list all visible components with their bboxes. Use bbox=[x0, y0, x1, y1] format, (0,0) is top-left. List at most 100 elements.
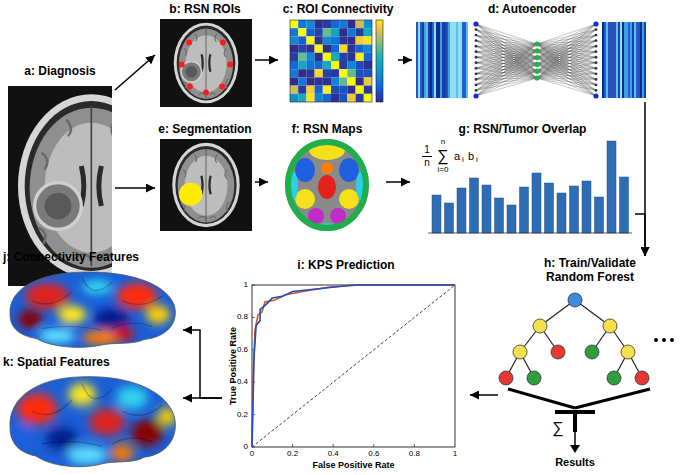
autoencoder-network-part-part bbox=[534, 69, 539, 74]
connectivity-matrix-part-part bbox=[298, 45, 306, 53]
overlap-bar-chart-part-part bbox=[607, 141, 616, 233]
connectivity-matrix-part-part bbox=[315, 20, 323, 28]
spatial-brain-surface-part-part-part bbox=[68, 384, 96, 406]
connectivity-matrix-part-part bbox=[331, 45, 339, 53]
formula-part: i bbox=[462, 156, 464, 164]
panel-title: g: RSN/Tumor Overlap bbox=[458, 122, 587, 136]
autoencoder-network-part-part bbox=[644, 22, 646, 98]
roc-plot-part-part bbox=[292, 444, 293, 447]
connectivity-matrix-part-part bbox=[339, 36, 347, 44]
spatial-brain-surface-part-part-part bbox=[67, 446, 107, 464]
autoencoder-network-part-part bbox=[595, 50, 598, 53]
connectivity-matrix-part-part bbox=[323, 20, 331, 28]
connectivity-matrix-part-part bbox=[356, 69, 364, 77]
autoencoder-network-part-part bbox=[537, 46, 596, 64]
connectivity-matrix-part-part bbox=[364, 28, 372, 36]
autoencoder-network-part-part bbox=[534, 41, 539, 46]
connectivity-matrix-part-part bbox=[315, 69, 323, 77]
panel-title: i: KPS Prediction bbox=[297, 258, 396, 272]
autoencoder-network-part bbox=[416, 22, 468, 98]
overlap-bar-chart-part-part bbox=[545, 183, 554, 233]
panel-box: j: Connectivity Features bbox=[3, 250, 183, 350]
connectivity-matrix-part-part bbox=[298, 61, 306, 69]
random-forest-part-part bbox=[585, 345, 599, 359]
roc-plot-part bbox=[252, 285, 455, 447]
connectivity-brain-surface-part-part-part bbox=[114, 327, 134, 342]
connectivity-matrix-part-part bbox=[356, 45, 364, 53]
autoencoder-network-part-part bbox=[462, 22, 464, 98]
autoencoder-network-part-part bbox=[618, 22, 620, 98]
formula-part: n bbox=[441, 138, 445, 146]
connectivity-matrix-part-part bbox=[364, 45, 372, 53]
connectivity-matrix-part-part bbox=[347, 69, 355, 77]
roc-plot-part-part bbox=[252, 317, 255, 318]
spatial-brain-surface-part-part bbox=[32, 384, 162, 447]
panel-box: i: KPS Prediction bbox=[222, 258, 470, 472]
connectivity-matrix-part-part bbox=[339, 86, 347, 94]
connectivity-matrix-part-part bbox=[356, 61, 364, 69]
autoencoder-network-part-part bbox=[476, 58, 537, 91]
autoencoder-network-part-part bbox=[626, 22, 628, 98]
connectivity-matrix-part-part bbox=[290, 77, 298, 85]
connectivity-matrix-part-part bbox=[331, 69, 339, 77]
autoencoder-network-part-part bbox=[642, 22, 644, 98]
autoencoder-network-part-part bbox=[454, 22, 456, 98]
rsn-map-part bbox=[288, 140, 366, 235]
connectivity-matrix-part-part bbox=[339, 20, 347, 28]
connectivity-matrix-part-part bbox=[323, 69, 331, 77]
connectivity-matrix-part-part bbox=[298, 36, 306, 44]
panel-title: f: RSN Maps bbox=[291, 122, 363, 136]
autoencoder-network-part-part bbox=[473, 93, 478, 98]
connectivity-matrix-part-part bbox=[356, 86, 364, 94]
tick-label: 0.6 bbox=[237, 346, 248, 354]
autoencoder-network-part-part bbox=[476, 78, 537, 96]
connectivity-matrix-part-part bbox=[347, 86, 355, 94]
autoencoder-network-part-part bbox=[420, 22, 422, 98]
overlap-bar-chart-part-part bbox=[482, 185, 491, 233]
connectivity-matrix-part-part bbox=[356, 28, 364, 36]
autoencoder-network-part-part bbox=[458, 22, 460, 98]
connectivity-matrix-part-part bbox=[331, 53, 339, 61]
connectivity-matrix-part-part bbox=[298, 20, 306, 28]
autoencoder-network-part-part bbox=[595, 84, 598, 87]
autoencoder-network-part-part bbox=[428, 22, 430, 98]
autoencoder-network-part-part bbox=[634, 22, 636, 98]
connectivity-matrix-part-part bbox=[290, 45, 298, 53]
autoencoder-network-part-part bbox=[476, 24, 537, 44]
autoencoder-network-part bbox=[602, 22, 646, 98]
autoencoder-network-part-part bbox=[595, 67, 598, 70]
autoencoder-network-part-part bbox=[475, 34, 478, 37]
autoencoder-network-part-part bbox=[537, 35, 596, 78]
autoencoder-network-part-part bbox=[595, 78, 598, 81]
random-forest bbox=[499, 293, 674, 453]
panel-box: k: Spatial Features bbox=[3, 355, 183, 472]
connectivity-matrix-part-part bbox=[339, 28, 347, 36]
overlap-bar-chart-part-part bbox=[457, 188, 466, 233]
autoencoder-network-part-part bbox=[475, 28, 478, 31]
connectivity-matrix-part-part bbox=[298, 86, 306, 94]
autoencoder-network-part-part bbox=[537, 41, 596, 58]
connectivity-brain-surface-part bbox=[18, 278, 170, 345]
autoencoder-network-part-part bbox=[476, 24, 537, 64]
connectivity-matrix-part-part bbox=[356, 94, 364, 102]
roi-mri-part-part bbox=[179, 62, 185, 68]
autoencoder-network-part-part bbox=[475, 39, 478, 42]
random-forest-part bbox=[573, 412, 577, 432]
connectivity-matrix-part-part bbox=[356, 20, 364, 28]
formula-part: b bbox=[468, 151, 474, 162]
roc-plot bbox=[252, 285, 455, 447]
rsn-map-part-part bbox=[295, 158, 315, 182]
connectivity-matrix-part-part bbox=[347, 36, 355, 44]
autoencoder-network-part-part bbox=[452, 22, 454, 98]
connectivity-matrix-part bbox=[376, 20, 383, 102]
forest-output: ∑ bbox=[552, 420, 563, 436]
autoencoder-network-part-part bbox=[426, 22, 428, 98]
connectivity-matrix-part-part bbox=[306, 69, 314, 77]
autoencoder-network-part-part bbox=[418, 22, 420, 98]
overlap-bar-chart-part-part bbox=[432, 195, 441, 233]
flow-arrow bbox=[255, 181, 268, 183]
connectivity-matrix-part-part bbox=[347, 45, 355, 53]
roc-plot-part-part bbox=[333, 444, 334, 447]
random-forest-part bbox=[570, 445, 580, 453]
